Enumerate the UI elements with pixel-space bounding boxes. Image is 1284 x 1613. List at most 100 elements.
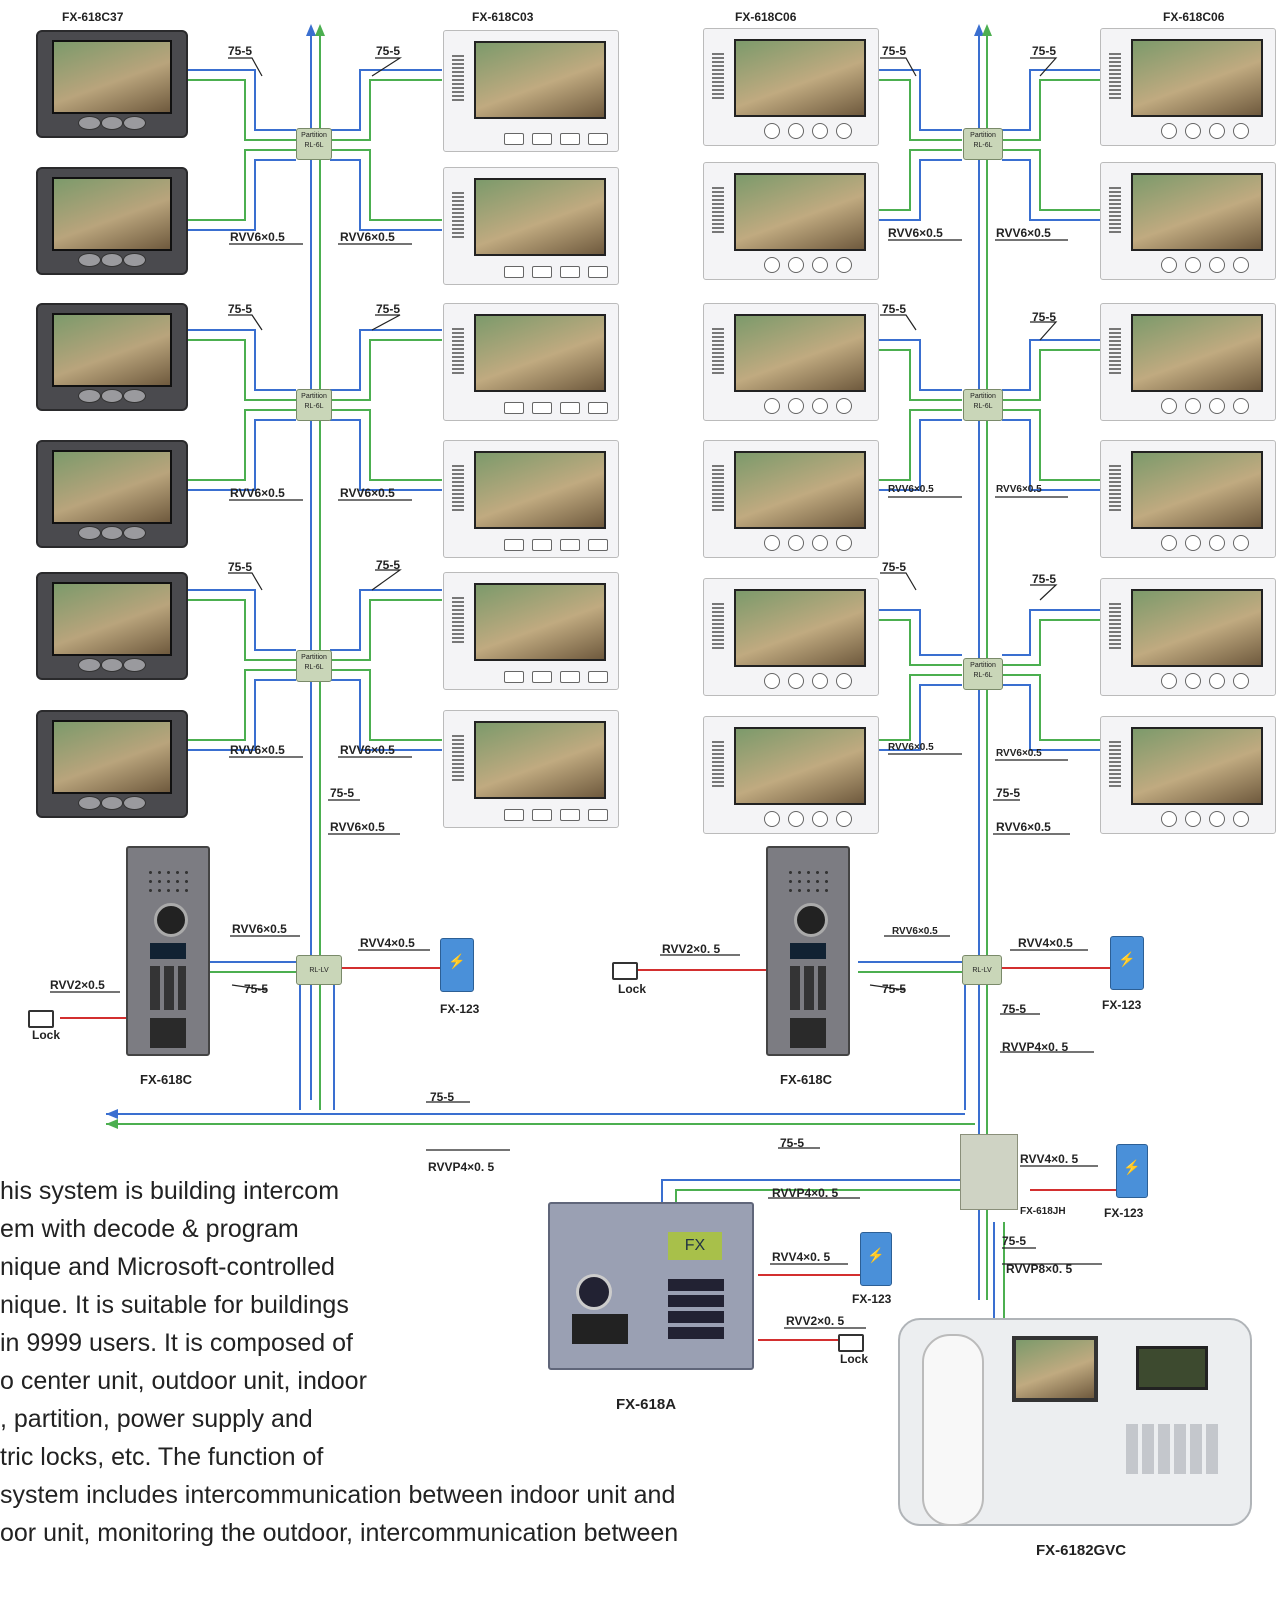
cable-label: RVV6×0.5 <box>340 230 395 244</box>
indoor-monitor-white <box>443 303 619 421</box>
indoor-monitor-white <box>703 578 879 696</box>
cable-label: 75-5 <box>376 302 401 316</box>
cable-label: RVV2×0. 5 <box>662 942 721 956</box>
lock-label: Lock <box>840 1352 869 1366</box>
cable-label: RVV6×0.5 <box>230 486 285 500</box>
indoor-monitor-white <box>1100 28 1276 146</box>
cable-label: RVV4×0. 5 <box>772 1250 831 1264</box>
handset-icon <box>922 1334 984 1526</box>
power-supply-unit: ⚡ <box>440 938 474 992</box>
cable-label: RVV6×0.5 <box>232 922 287 936</box>
indoor-monitor-white <box>1100 440 1276 558</box>
lightning-icon: ⚡ <box>1123 1159 1141 1175</box>
cable-label: RVVP8×0. 5 <box>1006 1262 1073 1276</box>
cable-label: 75-5 <box>430 1090 455 1104</box>
cable-label: RVV2×0. 5 <box>786 1314 845 1328</box>
indoor-monitor-dark <box>36 30 188 138</box>
power-supply-unit: ⚡ <box>860 1232 892 1286</box>
model-label-power-main: FX-123 <box>1104 1206 1144 1220</box>
cable-label: 75-5 <box>780 1136 805 1150</box>
system-description: his system is building intercom em with … <box>0 1177 679 1547</box>
indoor-monitor-white <box>1100 578 1276 696</box>
model-label-dark-indoor: FX-618C37 <box>62 10 124 24</box>
model-label-white-indoor-right-b: FX-618C06 <box>1163 10 1225 24</box>
cable-label: RVV6×0.5 <box>340 743 395 757</box>
lock-label: Lock <box>32 1028 61 1042</box>
indoor-monitor-white <box>443 440 619 558</box>
model-label-main-panel: FX-618A <box>616 1396 677 1413</box>
cable-label: RVV2×0.5 <box>50 978 105 992</box>
main-outdoor-panel: FX <box>548 1202 754 1370</box>
indoor-monitor-dark <box>36 440 188 548</box>
lock-icon <box>612 962 638 980</box>
cable-label: 75-5 <box>1002 1002 1027 1016</box>
indoor-monitor-white <box>1100 716 1276 834</box>
indoor-monitor-white <box>443 572 619 690</box>
cable-label: 75-5 <box>244 982 269 996</box>
model-label-outdoor-right: FX-618C <box>780 1072 833 1087</box>
panel-lcd: FX <box>668 1232 722 1260</box>
cable-label: RVVP4×0. 5 <box>428 1160 495 1174</box>
cable-label: RVVP4×0. 5 <box>772 1186 839 1200</box>
indoor-monitor-white <box>703 440 879 558</box>
cable-label: RVV6×0.5 <box>996 748 1042 759</box>
cable-label: RVV6×0.5 <box>892 926 938 937</box>
indoor-monitor-dark <box>36 710 188 818</box>
indoor-monitor-white <box>703 162 879 280</box>
power-supply-unit: ⚡ <box>1110 936 1144 990</box>
center-distribution-box <box>960 1134 1018 1210</box>
cable-label: 75-5 <box>376 558 401 572</box>
model-label-white-indoor-right-a: FX-618C06 <box>735 10 797 24</box>
cable-label: 75-5 <box>1032 572 1057 586</box>
model-label-center-box: FX-618JH <box>1020 1206 1066 1217</box>
indoor-monitor-white <box>443 30 619 152</box>
rl-lv-box: RL-LV <box>296 955 342 985</box>
indoor-monitor-white <box>703 303 879 421</box>
cable-label: RVV6×0.5 <box>888 742 934 753</box>
indoor-monitor-dark <box>36 572 188 680</box>
cable-label: RVV6×0.5 <box>888 484 934 495</box>
cable-label: 75-5 <box>882 302 907 316</box>
cable-label: RVVP4×0. 5 <box>1002 1040 1069 1054</box>
cable-label: 75-5 <box>882 44 907 58</box>
outdoor-unit <box>766 846 850 1056</box>
lightning-icon: ⚡ <box>1118 951 1136 967</box>
model-label-white-indoor-left: FX-618C03 <box>472 10 534 24</box>
lock-icon <box>28 1010 54 1028</box>
cable-label: RVV6×0.5 <box>888 226 943 240</box>
model-label-power-right: FX-123 <box>1102 998 1142 1012</box>
model-label-power-left: FX-123 <box>440 1002 480 1016</box>
cable-label: 75-5 <box>1032 310 1057 324</box>
indoor-monitor-white <box>443 710 619 828</box>
cable-label: 75-5 <box>1032 44 1057 58</box>
cable-label: 75-5 <box>1002 1234 1027 1248</box>
cable-label: RVV4×0. 5 <box>1020 1152 1079 1166</box>
power-supply-unit: ⚡ <box>1116 1144 1148 1198</box>
cable-label: RVV6×0.5 <box>340 486 395 500</box>
cable-label: RVV6×0.5 <box>230 743 285 757</box>
cable-label: 75-5 <box>228 44 253 58</box>
indoor-monitor-white <box>703 716 879 834</box>
cable-label: 75-5 <box>330 786 355 800</box>
indoor-monitor-dark <box>36 167 188 275</box>
cable-label: RVV4×0.5 <box>1018 936 1073 950</box>
lightning-icon: ⚡ <box>867 1247 885 1263</box>
rl-lv-box: RL-LV <box>962 955 1002 985</box>
cable-label: RVV6×0.5 <box>330 820 385 834</box>
lock-icon <box>838 1334 864 1352</box>
cable-label: 75-5 <box>228 560 253 574</box>
cable-label: RVV6×0.5 <box>996 484 1042 495</box>
lock-label: Lock <box>618 982 647 996</box>
cable-label: RVV6×0.5 <box>230 230 285 244</box>
master-station <box>898 1318 1252 1526</box>
indoor-monitor-white <box>1100 162 1276 280</box>
cable-label: 75-5 <box>882 982 907 996</box>
indoor-monitor-white <box>1100 303 1276 421</box>
cable-label: 75-5 <box>996 786 1021 800</box>
outdoor-unit <box>126 846 210 1056</box>
